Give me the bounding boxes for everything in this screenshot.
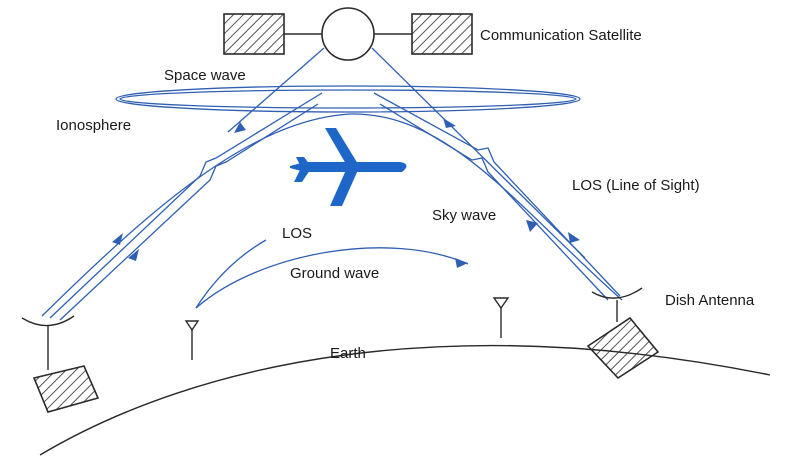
sky-wave-label: Sky wave (432, 207, 496, 224)
dish-antenna-label: Dish Antenna (665, 292, 755, 309)
satellite-body (321, 7, 375, 61)
earth-label: Earth (330, 345, 366, 362)
los-arc (41, 113, 623, 317)
ionosphere-layer (115, 85, 581, 113)
solar-panel-left (223, 13, 285, 55)
ground-wave-paths (195, 239, 469, 309)
space-wave-downlink (371, 47, 586, 259)
antenna-mast-icon (184, 320, 200, 360)
satellite-icon (223, 7, 473, 61)
los-full-label: LOS (Line of Sight) (572, 177, 700, 194)
earth-surface (39, 344, 771, 456)
solar-panel-right (411, 13, 473, 55)
antenna-mast-icon (492, 297, 510, 338)
space-wave-label: Space wave (164, 67, 246, 84)
space-wave-uplink (227, 47, 325, 133)
ionosphere-label: Ionosphere (56, 117, 131, 134)
satellite-label: Communication Satellite (480, 27, 642, 44)
station-building-left (32, 365, 100, 413)
los-short-label: LOS (282, 225, 312, 242)
los-ray (195, 239, 267, 309)
ground-wave-label: Ground wave (290, 265, 379, 282)
station-building-right (586, 316, 660, 380)
space-wave-paths (227, 47, 586, 259)
airplane-icon (290, 128, 407, 206)
dish-antenna-icon (586, 287, 660, 380)
dish-antenna-icon (21, 315, 100, 413)
sky-wave-paths (49, 92, 621, 321)
ground-wave-arc (195, 247, 469, 309)
